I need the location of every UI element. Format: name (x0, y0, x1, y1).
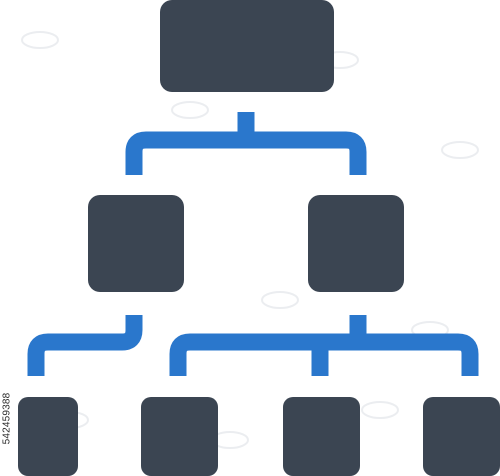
leaf-node-4 (423, 397, 500, 476)
leaf-node-3 (283, 397, 360, 476)
leaf-node-2 (141, 397, 218, 476)
connector-root-branch (125, 131, 367, 175)
connectors (27, 112, 479, 376)
child-left-node (88, 195, 184, 292)
child-right-node (308, 195, 404, 292)
connector-left-to-leaf1 (27, 315, 143, 376)
watermark-image-id-text: 542459388 (1, 392, 13, 444)
root-node (160, 0, 334, 92)
watermark-image-id: 542459388 (0, 362, 14, 474)
leaf-node-1 (18, 397, 78, 476)
nodes (18, 0, 500, 476)
